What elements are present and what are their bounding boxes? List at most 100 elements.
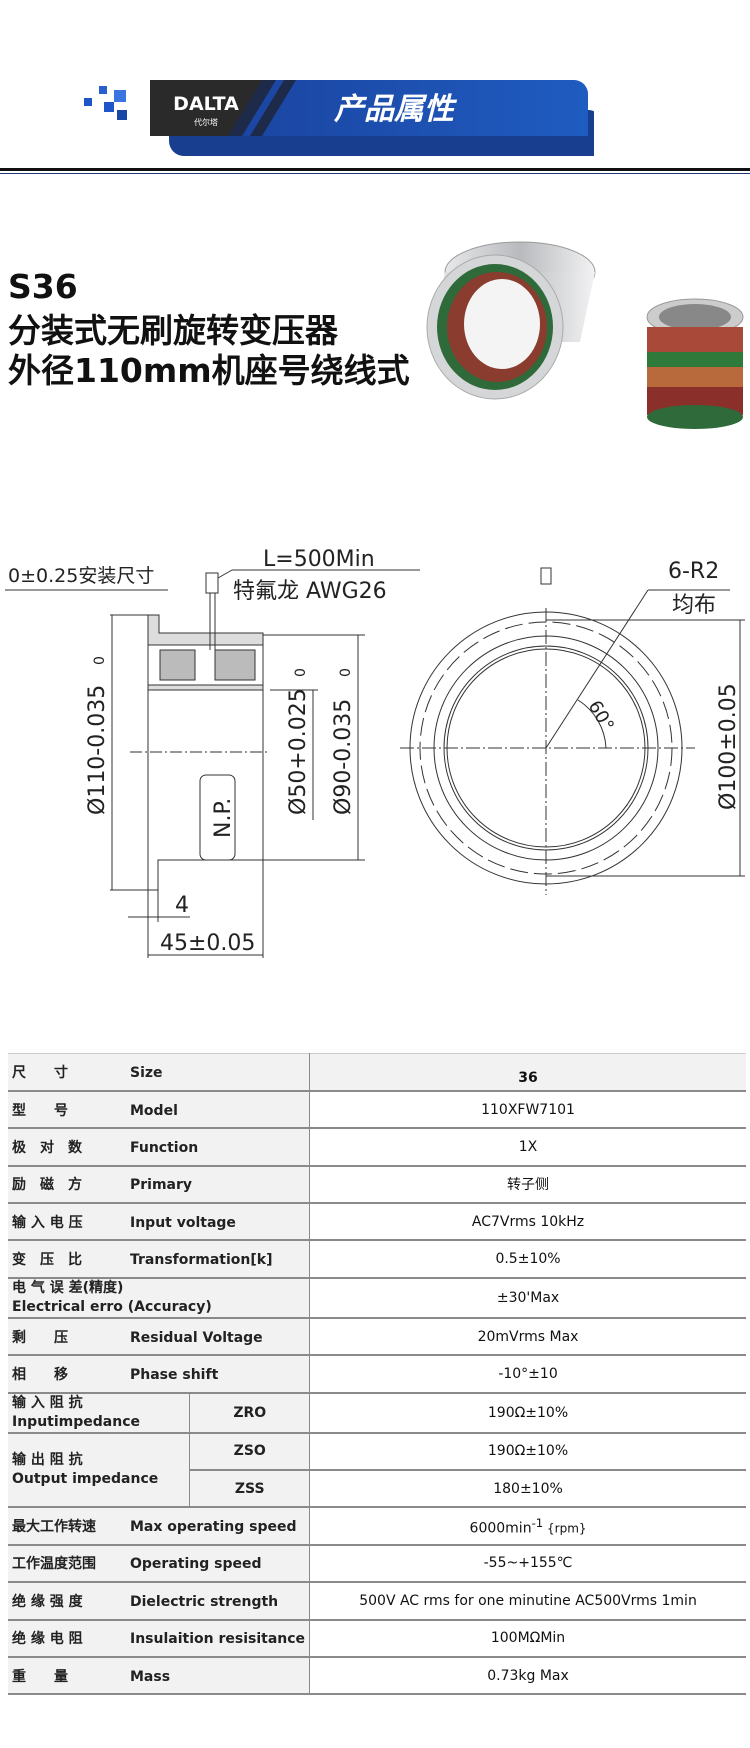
spec-label: 型 号 Model	[8, 1090, 310, 1130]
product-model: S36	[8, 267, 78, 306]
zro-value: 190Ω±10%	[309, 1392, 746, 1434]
spec-value: 100MΩMin	[309, 1619, 746, 1658]
pixel-decor	[84, 98, 92, 106]
dia-110-upper-tol: 0	[92, 656, 108, 665]
zss-value: 180±10%	[309, 1470, 746, 1509]
table-row: 工作温度范围 Operating speed -55~+155℃	[8, 1544, 746, 1584]
spec-label-zh: 型 号	[12, 1102, 68, 1119]
spec-label-en: Electrical erro (Accuracy)	[12, 1298, 212, 1315]
np-label: N.P.	[211, 798, 236, 838]
spec-label-en: Operating speed	[130, 1556, 262, 1573]
zso-label: ZSO	[189, 1432, 310, 1472]
spec-value-text: -10°±10	[498, 1365, 558, 1382]
divider	[0, 168, 750, 171]
dia-50-label: Ø50+0.025	[286, 688, 311, 815]
dia-50-lower-tol: 0	[293, 668, 309, 677]
table-row: 尺 寸 Size 36	[8, 1053, 746, 1092]
spec-value-text: 6000min	[469, 1520, 532, 1537]
spec-label-en: Mass	[130, 1668, 171, 1685]
dim-45-label: 45±0.05	[160, 931, 255, 956]
dia-90-upper-tol: 0	[338, 668, 354, 677]
spec-label: 工作温度范围 Operating speed	[8, 1544, 310, 1584]
spec-value-text: 1X	[518, 1138, 538, 1155]
spec-label-zh: 变 压 比	[12, 1252, 82, 1269]
lead-wire-label: 特氟龙 AWG26	[233, 579, 387, 604]
spec-value: -55~+155℃	[309, 1544, 746, 1584]
spec-value-text: 20mVrms Max	[477, 1328, 579, 1345]
product-name-line1: 分装式无刷旋转变压器	[8, 311, 338, 350]
spec-label-en: Primary	[130, 1177, 193, 1194]
spec-label-en: Transformation[k]	[130, 1252, 273, 1269]
spec-value: 500V AC rms for one minutine AC500Vrms 1…	[309, 1582, 746, 1621]
spec-value-text: AC7Vrms 10kHz	[471, 1213, 585, 1230]
divider	[0, 173, 750, 174]
label-en: Inputimpedance	[12, 1413, 140, 1430]
table-row: 型 号 Model 110XFW7101	[8, 1090, 746, 1130]
dia-100-label: Ø100±0.05	[716, 683, 741, 810]
spec-label-en: Input voltage	[130, 1214, 236, 1231]
spec-value-unit: {rpm}	[543, 1521, 587, 1536]
spec-value-text: -55~+155℃	[483, 1555, 573, 1572]
table-row: 最大工作转速 Max operating speed 6000min-1 {rpm}	[8, 1507, 746, 1546]
dia-110-label: Ø110-0.035	[85, 685, 110, 815]
spec-label-zh: 绝 缘 强 度	[12, 1593, 83, 1610]
spec-value: 0.5±10%	[309, 1240, 746, 1279]
spec-label: 输 入 电 压 Input voltage	[8, 1203, 310, 1242]
spec-value: 20mVrms Max	[309, 1317, 746, 1357]
spec-value-text: 110XFW7101	[481, 1101, 575, 1118]
spec-value: ±30'Max	[309, 1277, 746, 1319]
table-row: 电 气 误 差(精度) Electrical erro (Accuracy) ±30…	[8, 1277, 746, 1319]
spec-label-zh: 尺 寸	[12, 1064, 68, 1081]
spec-label: 重 量 Mass	[8, 1656, 310, 1696]
spec-value-text: 转子侧	[507, 1177, 550, 1194]
dia-90-label: Ø90-0.035	[331, 699, 356, 815]
header-banner: DALTA 代尔塔 产品属性	[84, 80, 594, 156]
spec-value: -10°±10	[309, 1355, 746, 1394]
spec-label-en: Size	[130, 1064, 163, 1081]
spec-label-zh: 输 入 电 压	[12, 1214, 83, 1231]
spec-label-en: Residual Voltage	[130, 1329, 263, 1346]
spec-value: 36	[309, 1053, 746, 1092]
spec-value-text: 500V AC rms for one minutine AC500Vrms 1…	[359, 1592, 697, 1609]
spec-label: 变 压 比 Transformation[k]	[8, 1240, 310, 1279]
spec-label-zh: 重 量	[12, 1668, 68, 1685]
spec-label: 绝 缘 强 度 Dielectric strength	[8, 1582, 310, 1621]
spec-label-zh: 工作温度范围	[12, 1556, 96, 1573]
spec-value-text: 36	[518, 1069, 538, 1086]
table-row: 变 压 比 Transformation[k] 0.5±10%	[8, 1240, 746, 1279]
spec-label: 励 磁 方 Primary	[8, 1165, 310, 1205]
spec-label-zh: 励 磁 方	[12, 1177, 82, 1194]
lead-length-label: L=500Min	[263, 547, 375, 572]
spec-label: 电 气 误 差(精度) Electrical erro (Accuracy)	[8, 1277, 310, 1319]
section-title: 产品属性	[333, 92, 458, 127]
table-row: 励 磁 方 Primary 转子侧	[8, 1165, 746, 1205]
spec-label-en: Dielectric strength	[130, 1593, 279, 1610]
spec-label-en: Insulaition resisitance	[130, 1631, 306, 1648]
holes-note: 均布	[672, 593, 716, 618]
spec-value: 1X	[309, 1128, 746, 1167]
logo: DALTA	[173, 93, 239, 115]
spec-label-en: Phase shift	[130, 1366, 219, 1383]
spec-label-en: Max operating speed	[130, 1519, 297, 1536]
spec-value: AC7Vrms 10kHz	[309, 1203, 746, 1242]
spec-label-zh: 绝 缘 电 阻	[12, 1631, 83, 1648]
table-row: 绝 缘 强 度 Dielectric strength 500V AC rms fo…	[8, 1582, 746, 1621]
spec-label-zh: 最大工作转速	[12, 1519, 96, 1536]
spec-label-en: Model	[130, 1102, 178, 1119]
spec-label: 最大工作转速 Max operating speed	[8, 1507, 310, 1546]
table-row: 输 入 电 压 Input voltage AC7Vrms 10kHz	[8, 1203, 746, 1242]
label-zh: 输 入 阻 抗	[12, 1394, 83, 1411]
spec-label-zh: 电 气 误 差(精度)	[12, 1279, 124, 1296]
spec-value: 转子侧	[309, 1165, 746, 1205]
spec-value: 6000min-1 {rpm}	[309, 1507, 746, 1546]
